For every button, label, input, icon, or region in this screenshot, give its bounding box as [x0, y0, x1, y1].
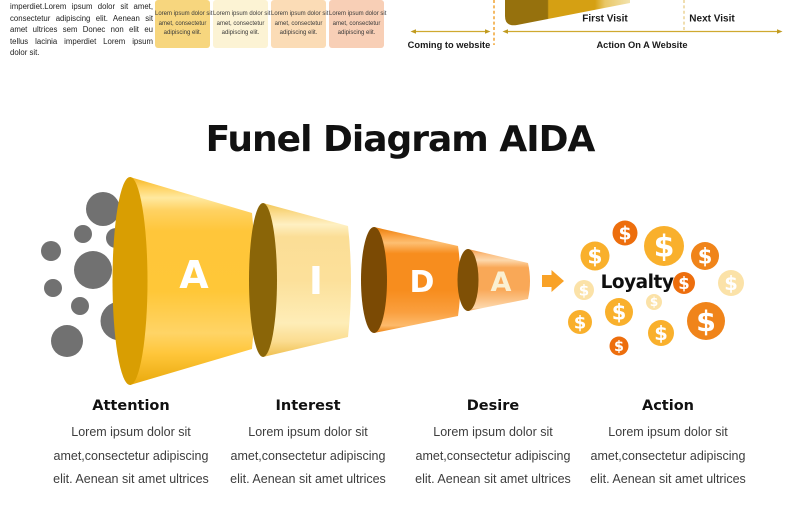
- stage-letter-d: D: [410, 265, 435, 300]
- dollar-icon: $: [724, 272, 738, 295]
- dollar-coin: [609, 336, 629, 356]
- prev-slide-box-text: adipiscing elit.: [163, 30, 202, 37]
- stage-description-line: elit. Aenean sit amet ultrices: [590, 472, 746, 486]
- prev-slide-box-text: amet, consectetur: [274, 20, 323, 27]
- funnel-opening-interest: [249, 203, 277, 357]
- stage-description-line: amet,consectetur adipiscing: [590, 448, 746, 463]
- audience-bubble: [51, 325, 83, 357]
- audience-bubble: [44, 279, 62, 297]
- dollar-coin: [673, 272, 695, 294]
- aida-funnel-diagram: A I D A $$$$$$$$$$$$$ Loyalty: [41, 177, 744, 385]
- dollar-icon: $: [587, 245, 602, 270]
- stage-description-line: amet,consectetur adipiscing: [53, 448, 209, 463]
- stage-description-line: Lorem ipsum dolor sit: [608, 425, 728, 439]
- dollar-coin: [568, 310, 592, 334]
- dollar-icon: $: [654, 322, 668, 345]
- stage-title: Desire: [466, 398, 520, 414]
- prev-slide-box: Lorem ipsum dolor sit amet, consectetur ad…: [329, 0, 387, 48]
- dollar-icon: $: [650, 295, 658, 309]
- stage-description-line: elit. Aenean sit amet ultrices: [230, 472, 386, 486]
- stage-letter-i: I: [309, 259, 323, 303]
- dollar-icon: $: [618, 224, 631, 245]
- prev-slide-box-text: adipiscing elit.: [337, 30, 376, 37]
- dollar-coin: [644, 226, 684, 266]
- prev-slide-box-text: Lorem ipsum dolor sit: [329, 11, 387, 17]
- stage-title: Action: [641, 398, 694, 414]
- stage-description-line: elit. Aenean sit amet ultrices: [415, 472, 571, 486]
- dollar-coin: [718, 270, 744, 296]
- dollar-icon: $: [654, 230, 675, 265]
- slide-title: Funel Diagram AIDA: [205, 119, 596, 160]
- dollar-coin: [605, 298, 633, 326]
- coming-to-website-arrow-line: [410, 29, 491, 34]
- dollar-coin: [691, 242, 719, 270]
- dollar-icon: $: [614, 339, 624, 355]
- dollar-icon: $: [579, 281, 589, 299]
- funnel-stage-action: [468, 249, 530, 311]
- arrowhead-icon: [410, 29, 416, 34]
- stage-description-line: elit. Aenean sit amet ultrices: [53, 472, 209, 486]
- dollar-coin: [687, 302, 725, 340]
- funnel-stage-desire: [374, 227, 461, 333]
- next-visit-label: Next Visit: [689, 14, 735, 25]
- dollar-icon: $: [612, 300, 627, 324]
- dollar-icon: $: [678, 274, 689, 293]
- stage-description-line: amet,consectetur adipiscing: [230, 448, 386, 463]
- coming-to-website-label: Coming to website: [408, 40, 491, 50]
- prev-slide-box-text: adipiscing elit.: [279, 30, 318, 37]
- funnel-stage-attention: [130, 177, 256, 385]
- dollar-icon: $: [698, 244, 713, 268]
- dollar-coin: [648, 320, 674, 346]
- stage-letter-a2: A: [491, 267, 512, 298]
- funnel-stage-interest: [263, 203, 351, 357]
- dollar-coin: [646, 294, 662, 310]
- prev-slide-box: Lorem ipsum dolor sit amet, consectetur ad…: [271, 0, 329, 48]
- prev-slide-box-text: amet, consectetur: [158, 20, 207, 27]
- audience-bubble: [74, 251, 112, 289]
- loyalty-coins: $$$$$$$$$$$$$: [568, 220, 744, 356]
- mini-funnel-wedge: [505, 0, 630, 26]
- funnel-opening-attention: [112, 177, 148, 385]
- audience-bubble: [86, 192, 120, 226]
- funnel-opening-desire: [361, 227, 387, 333]
- prev-slide-box: Lorem ipsum dolor sit amet, consectetur ad…: [213, 0, 271, 48]
- stage-title: Attention: [92, 398, 170, 414]
- stage-description-line: Lorem ipsum dolor sit: [248, 425, 368, 439]
- dollar-coin: [580, 241, 610, 271]
- prev-slide-box: Lorem ipsum dolor sit amet, consectetur ad…: [155, 0, 213, 48]
- audience-bubble: [41, 241, 61, 261]
- prev-slide-paragraph: imperdiet.Lorem ipsum dolor sit amet, co…: [10, 2, 153, 58]
- prev-slide-box-text: Lorem ipsum dolor sit: [155, 11, 213, 17]
- first-visit-label: First Visit: [582, 14, 628, 25]
- action-on-website-arrow-line: [502, 29, 783, 34]
- prev-slide-box-text: Lorem ipsum dolor sit: [271, 11, 329, 17]
- prev-slide-box-text: adipiscing elit.: [221, 30, 260, 37]
- funnel-opening-action: [457, 249, 479, 311]
- audience-bubble: [71, 297, 89, 315]
- stage-description-line: Lorem ipsum dolor sit: [433, 425, 553, 439]
- right-arrow-icon: [542, 270, 564, 292]
- dollar-icon: $: [696, 305, 716, 338]
- prev-slide-box-text: amet, consectetur: [216, 20, 265, 27]
- stage-letter-a1: A: [179, 253, 209, 297]
- audience-bubble: [74, 225, 92, 243]
- stage-description-line: amet,consectetur adipiscing: [415, 448, 571, 463]
- action-on-website-label: Action On A Website: [596, 40, 687, 50]
- stage-title: Interest: [275, 398, 341, 414]
- dollar-icon: $: [574, 312, 587, 333]
- loyalty-label: Loyalty: [601, 272, 674, 293]
- prev-slide-box-text: Lorem ipsum dolor sit: [213, 11, 271, 17]
- arrowhead-icon: [485, 29, 491, 34]
- arrowhead-icon: [502, 29, 508, 34]
- stage-description-line: Lorem ipsum dolor sit: [71, 425, 191, 439]
- dollar-coin: [612, 220, 638, 246]
- dollar-coin: [574, 280, 594, 300]
- prev-slide-timeline: First Visit Next Visit Coming to website…: [408, 0, 783, 50]
- prev-slide-box-text: amet, consectetur: [332, 20, 381, 27]
- arrowhead-icon: [777, 29, 783, 34]
